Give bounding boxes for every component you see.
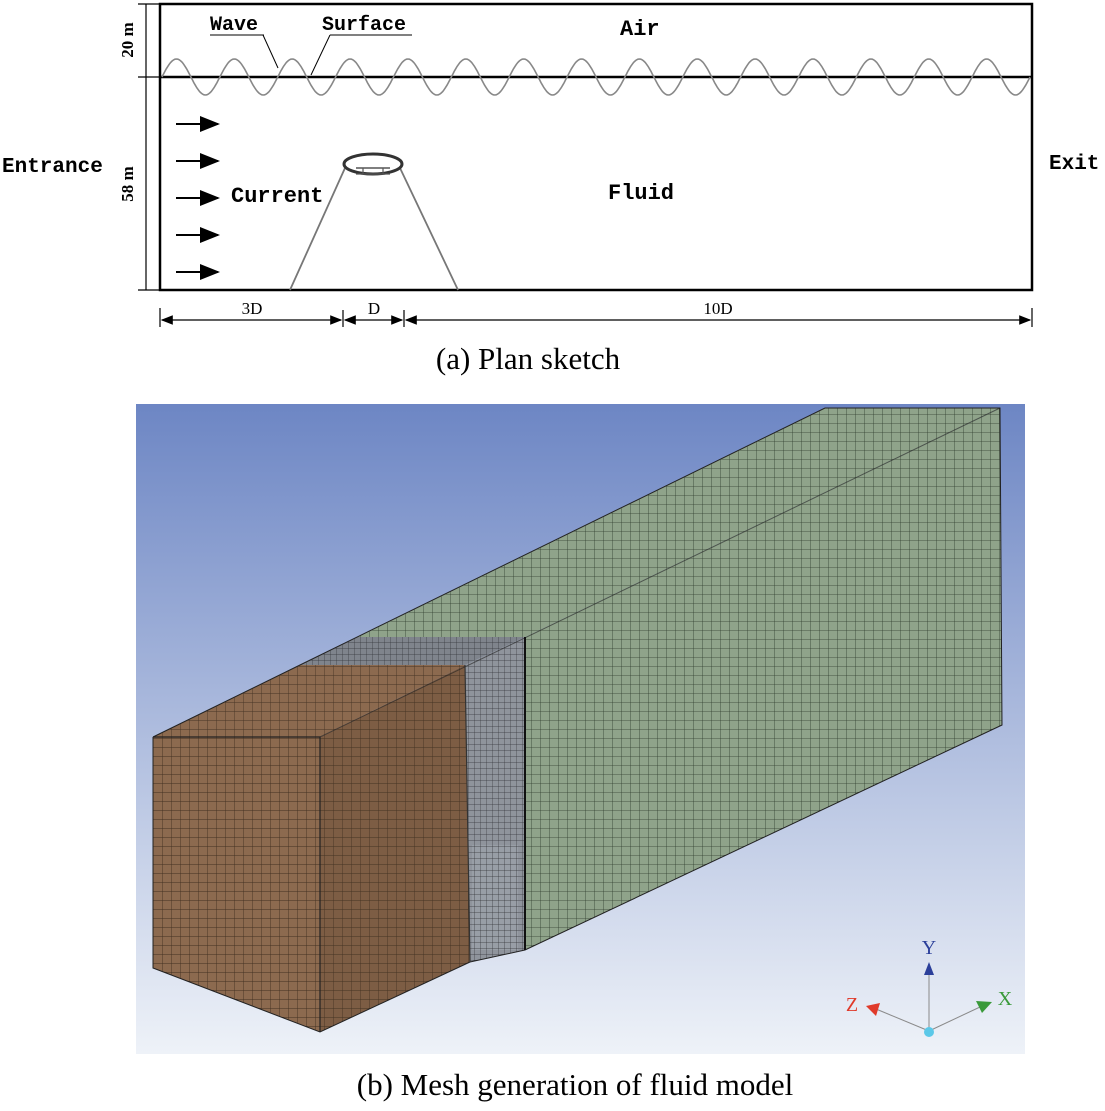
entrance-label: Entrance	[2, 156, 103, 179]
mesh-box	[152, 407, 1003, 1033]
height-dimension: 20 m 58 m	[118, 3, 160, 291]
axis-y-arrow	[924, 962, 934, 975]
exit-label: Exit	[1049, 153, 1099, 176]
surface-label: Surface	[322, 14, 406, 37]
axis-x-line	[928, 1006, 981, 1032]
wave-curve	[161, 58, 1031, 96]
dim-3d-label: 3D	[242, 299, 263, 318]
length-dimensions: 3D D 10D	[159, 299, 1033, 327]
domain-box	[158, 2, 1034, 292]
axis-z-label: Z	[846, 994, 858, 1016]
axis-origin	[924, 1027, 934, 1037]
air-label: Air	[620, 17, 660, 42]
structure-sketch	[289, 152, 459, 291]
wave-label: Wave	[210, 14, 258, 37]
axis-y-label: Y	[922, 937, 936, 959]
caption-a: (a) Plan sketch	[436, 341, 621, 376]
height-top-label: 20 m	[118, 22, 137, 57]
dim-d-label: D	[368, 299, 380, 318]
current-arrows	[176, 116, 220, 280]
fluid-label: Fluid	[608, 181, 674, 206]
height-bottom-label: 58 m	[118, 166, 137, 201]
dim-10d-label: 10D	[703, 299, 732, 318]
panel-b-mesh: Y Z X (b) Mesh generation of fluid model	[136, 404, 1025, 1102]
axis-x-label: X	[998, 988, 1013, 1010]
panel-a-plan-sketch: 20 m 58 m Wave Surface Air Entrance Exit…	[2, 2, 1099, 376]
axis-triad: Y Z X	[846, 937, 1013, 1037]
axis-x-arrow	[976, 1001, 992, 1013]
surface-leader	[310, 34, 331, 76]
caption-b: (b) Mesh generation of fluid model	[357, 1067, 793, 1102]
current-label: Current	[231, 184, 323, 209]
axis-z-arrow	[866, 1003, 880, 1016]
axis-z-line	[875, 1008, 930, 1032]
wave-leader	[262, 34, 279, 69]
